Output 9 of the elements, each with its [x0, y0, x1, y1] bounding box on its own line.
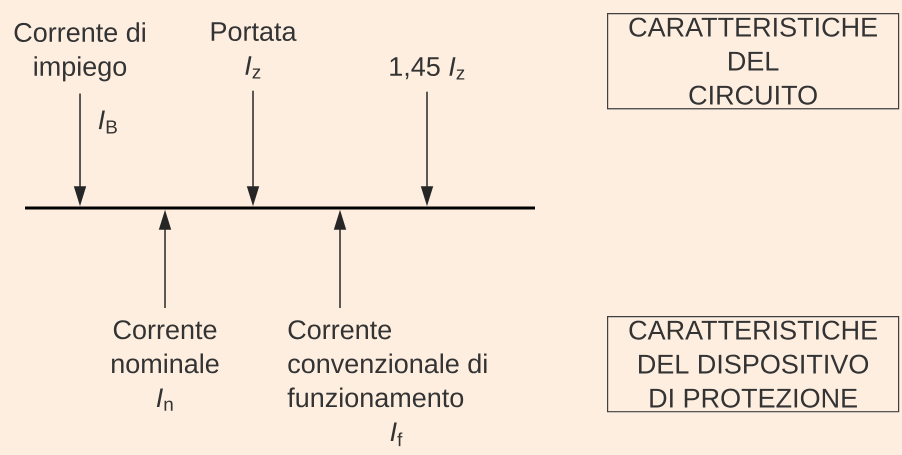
current-label: Portata I$_{z}$ [212, 22, 297, 78]
symbol-label: I$_{B}$ [98, 110, 117, 134]
reference-line [25, 206, 535, 210]
current-label: Corrente nominale I$_{n}$ [112, 320, 219, 411]
current-label: Corrente di impiego [14, 22, 145, 82]
current-label: Corrente convenzionale di funzionamento I$_{f}$ [288, 320, 486, 446]
characteristics-box: CARATTERISTICHE DEL CIRCUITO [607, 13, 900, 110]
current-label: 1,45 I$_{z}$ [390, 57, 464, 80]
characteristics-box: CARATTERISTICHE DEL DISPOSITIVO DI PROTEZIONE [607, 316, 900, 412]
